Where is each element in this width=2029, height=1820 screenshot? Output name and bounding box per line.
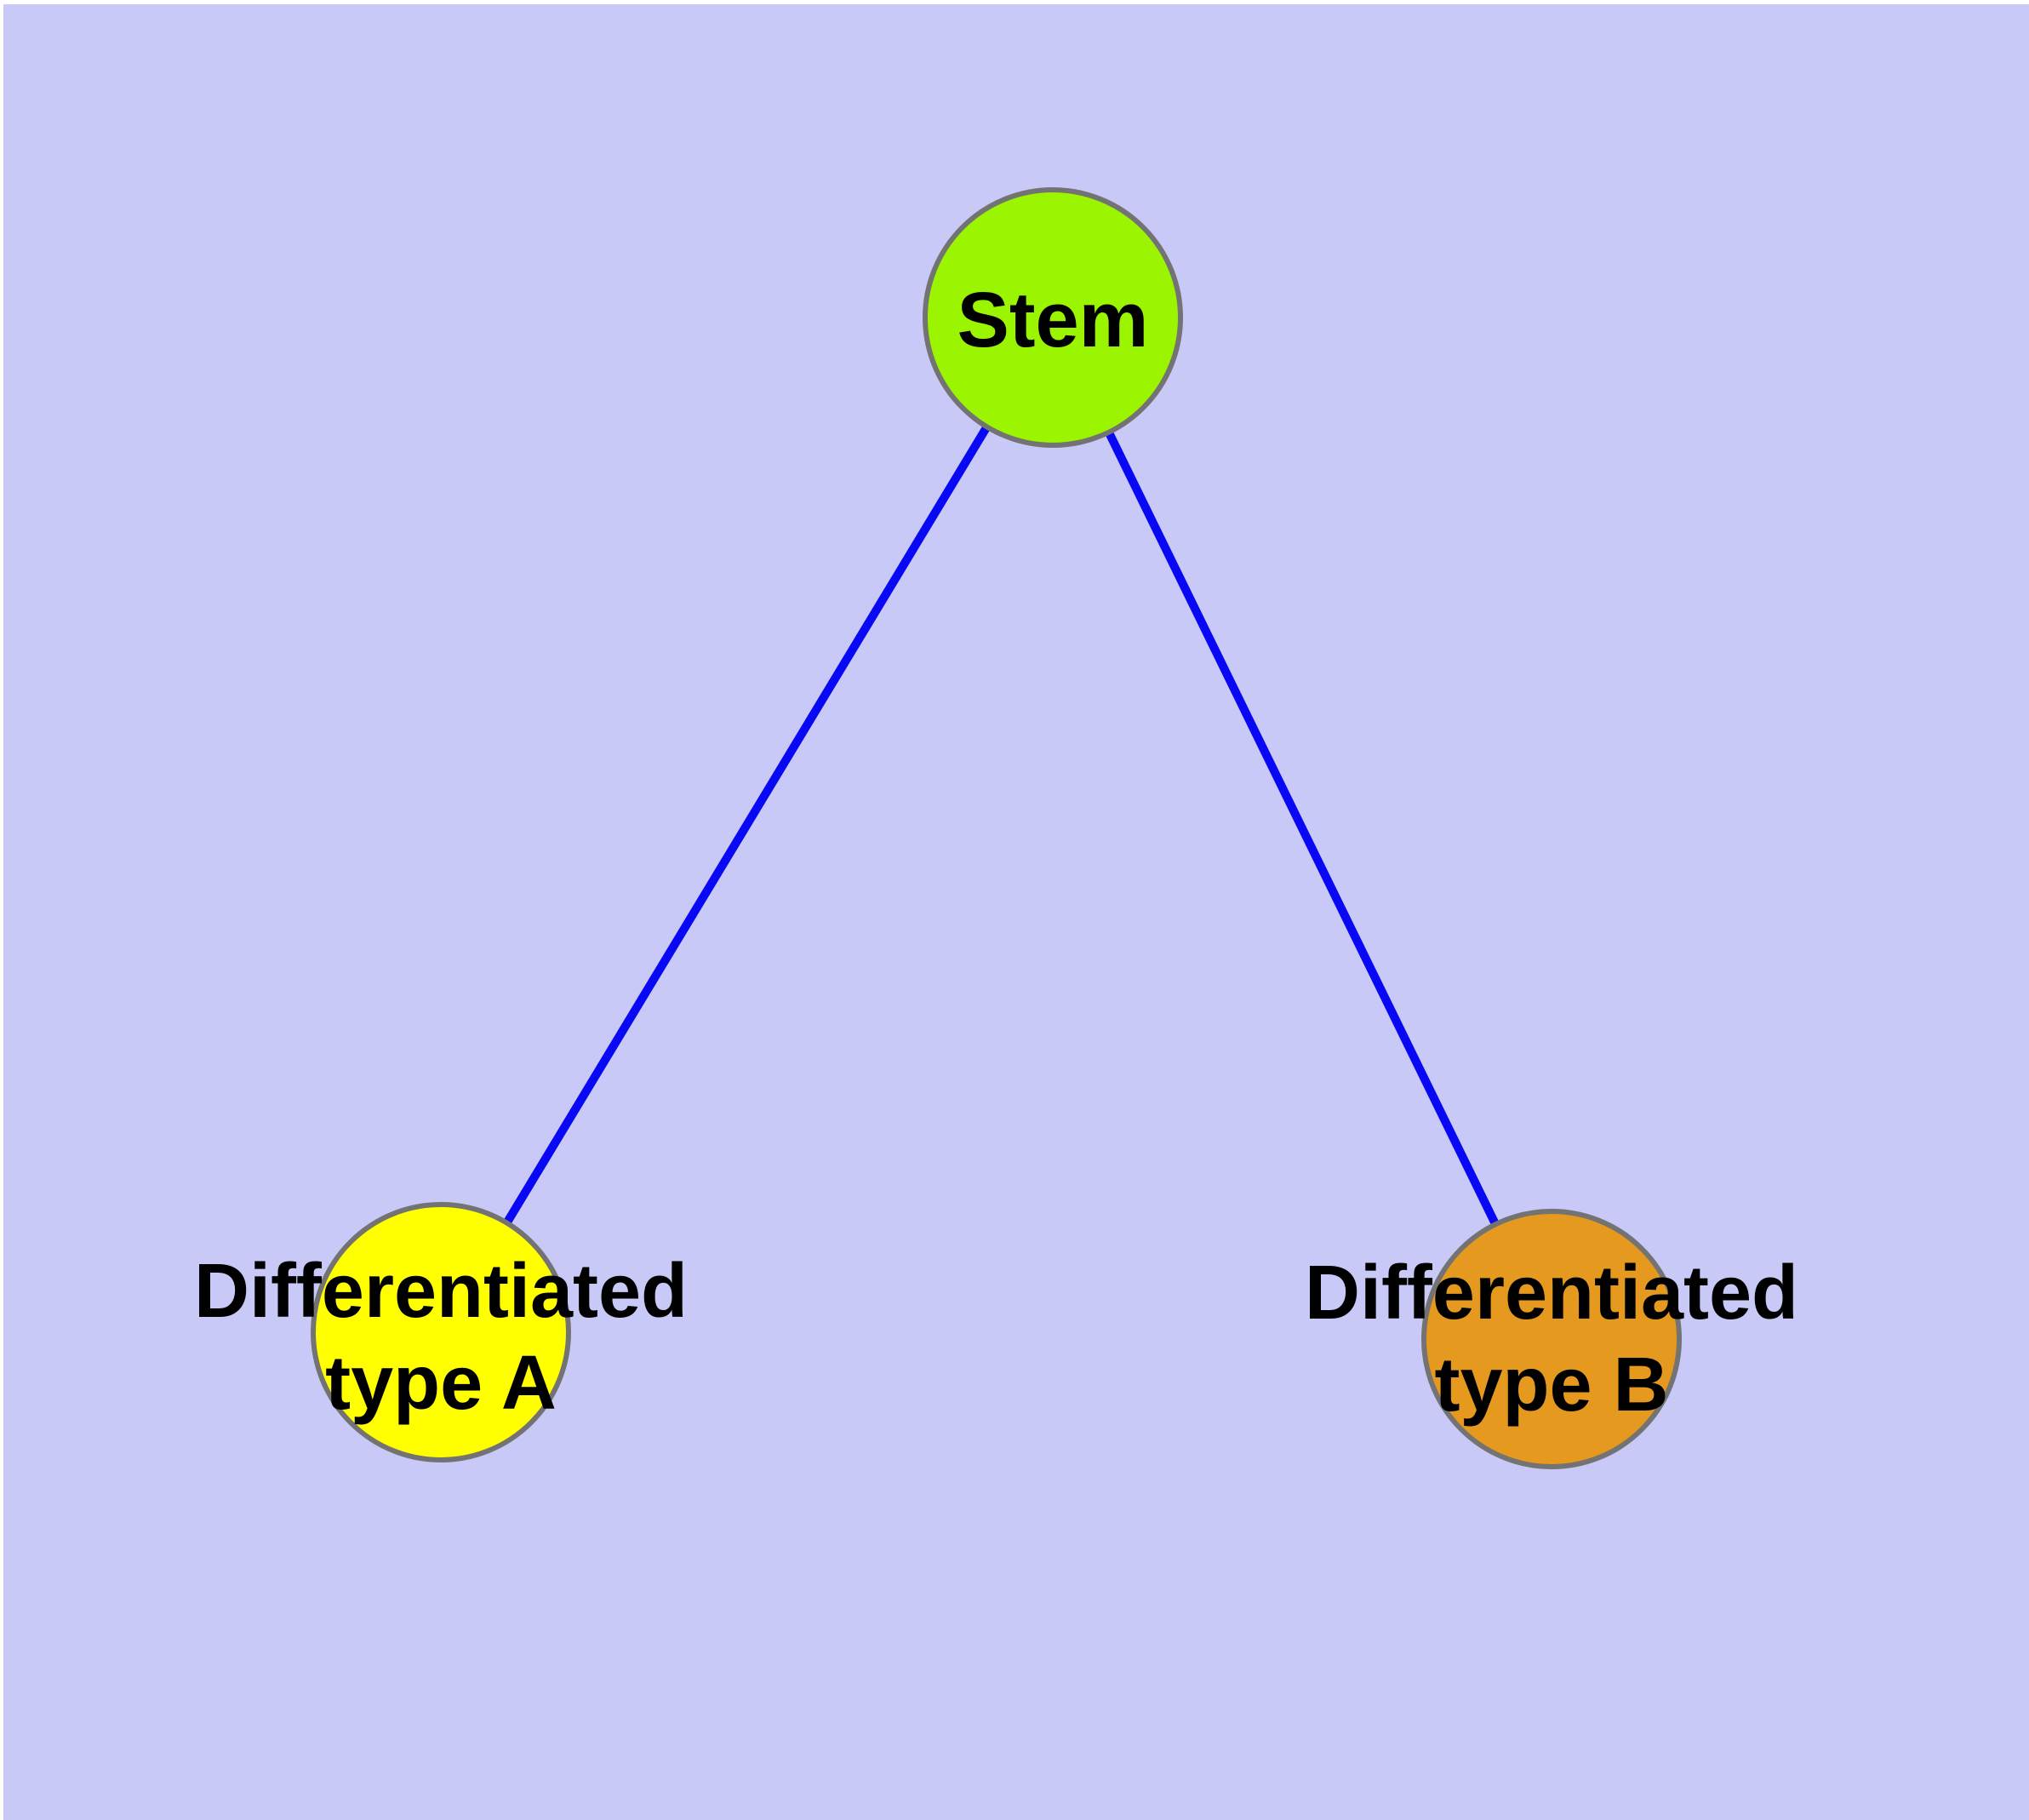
edge-stem-to-type-a <box>437 315 1057 1335</box>
edge-stem-to-type-b <box>1049 315 1556 1342</box>
node-stem <box>923 187 1183 448</box>
node-type-b-label-line2: type B <box>1434 1342 1668 1428</box>
node-differentiated-type-a <box>311 1202 571 1462</box>
node-type-a-label-line1: Differentiated <box>194 1249 688 1334</box>
node-type-a-label-line2: type A <box>325 1341 557 1426</box>
node-differentiated-type-b <box>1421 1209 1682 1469</box>
node-type-b-label-line1: Differentiated <box>1305 1251 1798 1336</box>
node-stem-label: Stem <box>957 277 1149 363</box>
